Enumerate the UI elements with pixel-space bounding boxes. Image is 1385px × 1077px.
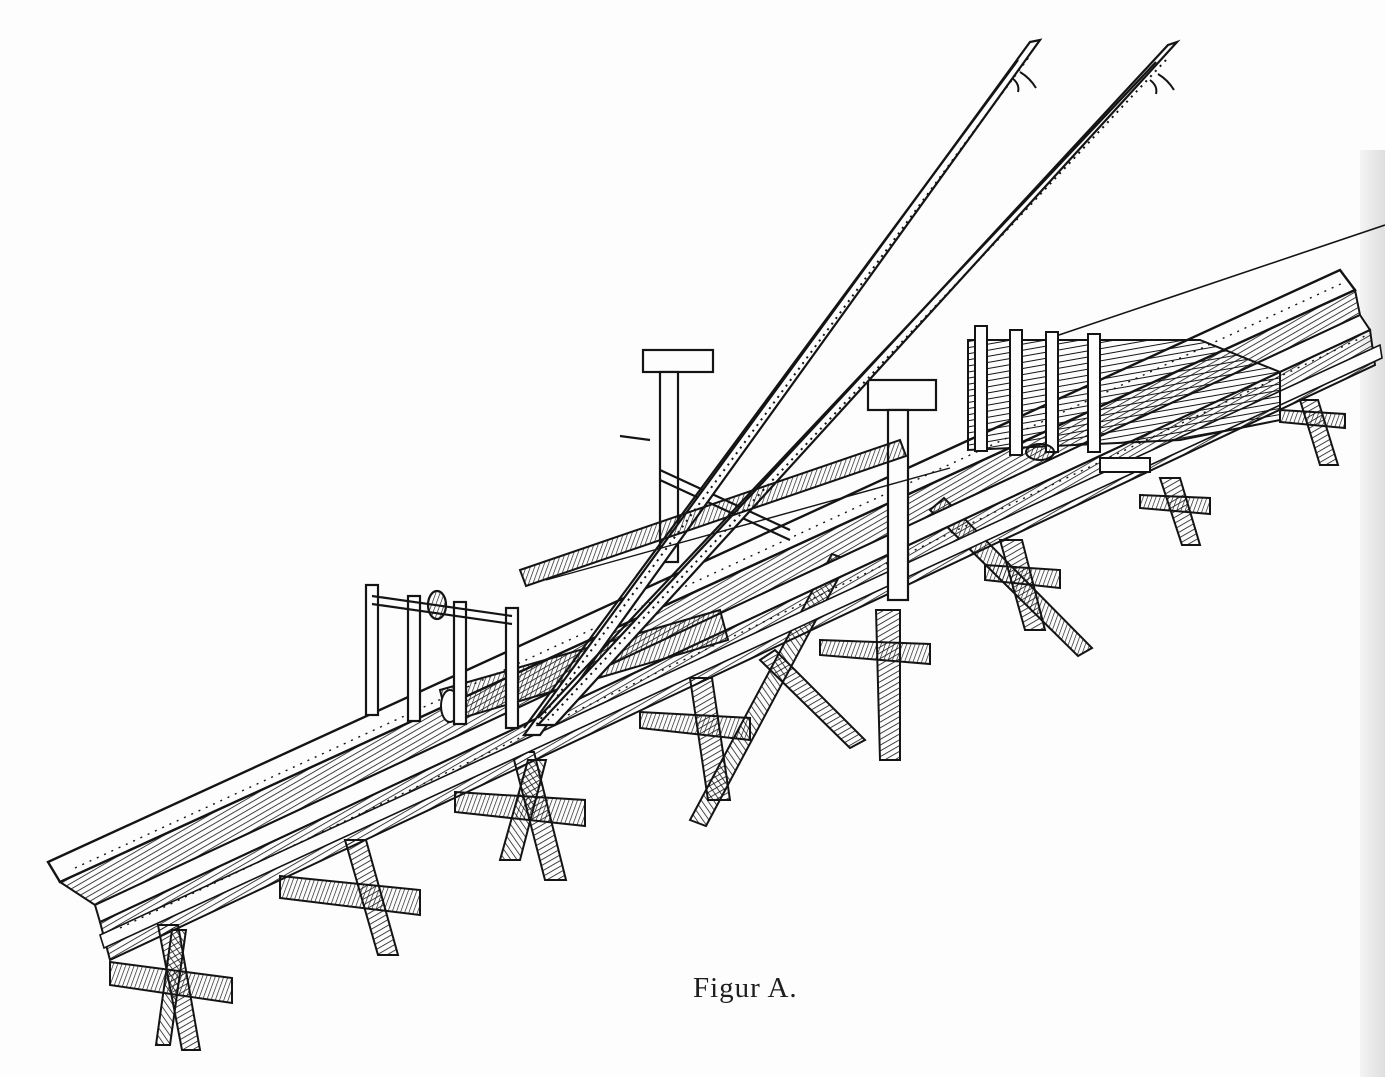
- trestle-supports: [109, 399, 1346, 1051]
- trestle-leg: [1279, 399, 1346, 466]
- winch-frame: [364, 583, 520, 730]
- pole-crossbeam: [518, 438, 951, 588]
- trestle-leg: [109, 924, 233, 1051]
- trestle-leg: [279, 839, 421, 956]
- trestle-leg: [1139, 477, 1211, 546]
- gantry-posts: [619, 348, 938, 602]
- crane-poles: [521, 38, 1181, 737]
- page-edge-shadow: [1360, 150, 1385, 1077]
- timber-pile: [967, 325, 1281, 473]
- trestle-leg: [819, 609, 931, 761]
- figure-caption: Figur A.: [693, 972, 798, 1004]
- guy-wire: [1049, 224, 1385, 339]
